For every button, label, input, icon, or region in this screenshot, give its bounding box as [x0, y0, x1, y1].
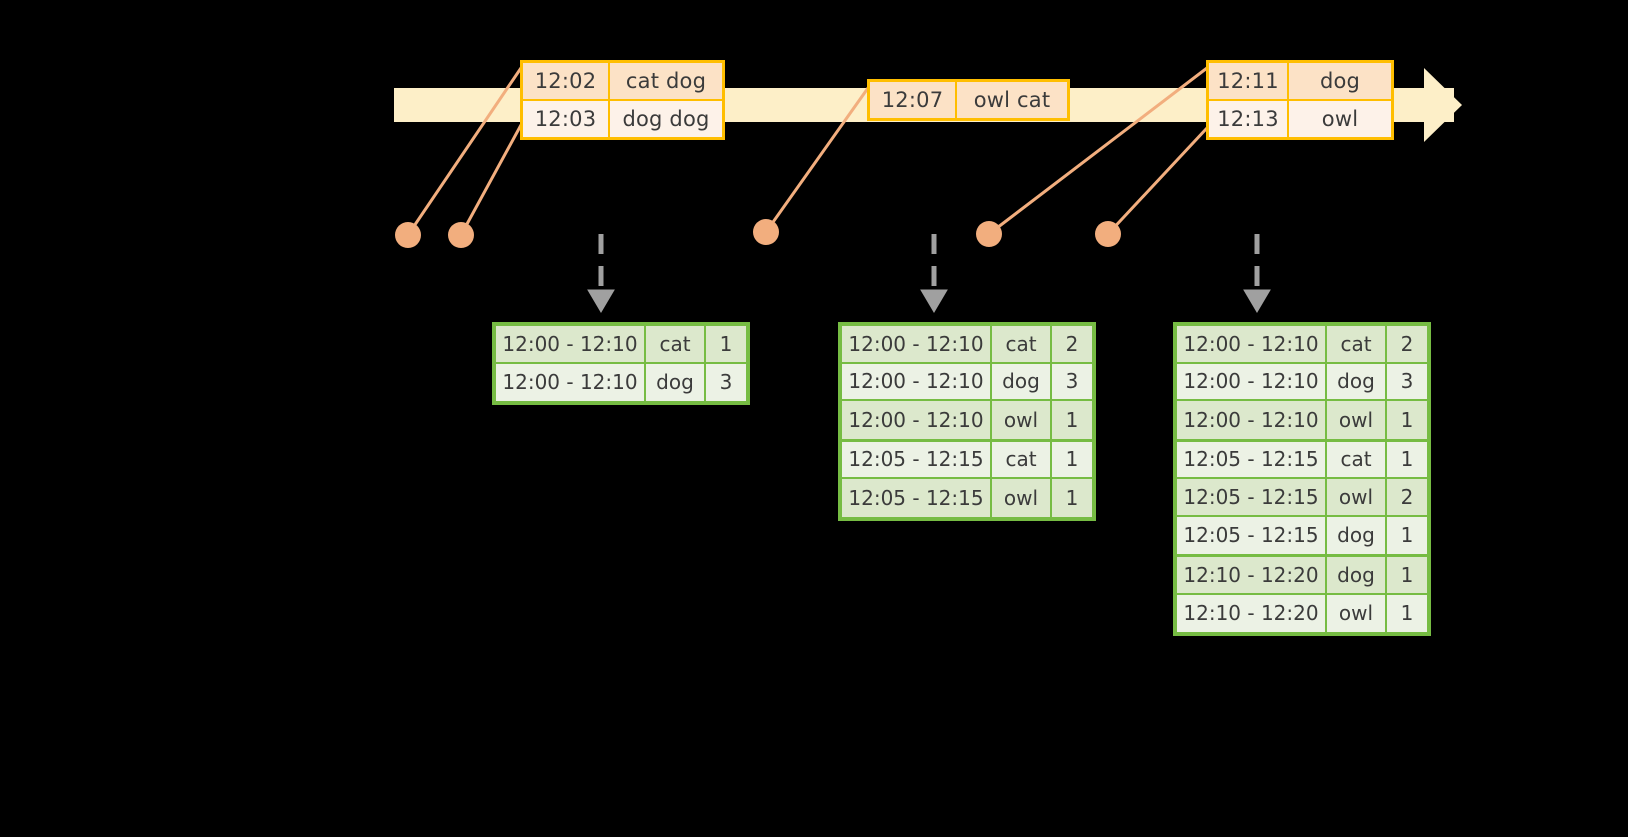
events-group-3: 12:11 dog 12:13 owl: [1206, 60, 1394, 140]
cell-count: 1: [1052, 441, 1092, 479]
cell-key: owl: [992, 401, 1052, 439]
cell-count: 2: [1387, 479, 1427, 517]
table-row: 12:10 - 12:20 dog 1: [1177, 557, 1427, 595]
cell-count: 1: [1387, 557, 1427, 595]
cell-key: owl: [1327, 479, 1387, 517]
cell-key: cat: [646, 326, 706, 364]
connector-dot: [448, 222, 474, 248]
window-group: 12:00 - 12:10 cat 2 12:00 - 12:10 dog 3 …: [842, 326, 1092, 442]
event-words: owl: [1289, 101, 1391, 137]
cell-count: 2: [1387, 326, 1427, 364]
cell-count: 1: [1387, 441, 1427, 479]
table-row: 12:05 - 12:15 dog 1: [1177, 516, 1427, 554]
event-time: 12:02: [523, 63, 610, 99]
result-table-2: 12:00 - 12:10 cat 2 12:00 - 12:10 dog 3 …: [838, 322, 1096, 521]
cell-key: cat: [1327, 441, 1387, 479]
cell-window: 12:00 - 12:10: [1177, 401, 1327, 439]
event-words: dog dog: [610, 101, 722, 137]
event-row: 12:13 owl: [1209, 101, 1391, 137]
connector-dots: [395, 219, 1121, 248]
cell-key: dog: [646, 363, 706, 401]
table-row: 12:00 - 12:10 cat 1: [496, 326, 746, 364]
cell-window: 12:00 - 12:10: [1177, 326, 1327, 364]
table-row: 12:00 - 12:10 dog 3: [496, 363, 746, 401]
cell-window: 12:00 - 12:10: [842, 363, 992, 401]
table-row: 12:05 - 12:15 owl 2: [1177, 479, 1427, 517]
table-row: 12:05 - 12:15 cat 1: [1177, 441, 1427, 479]
table-row: 12:05 - 12:15 cat 1: [842, 441, 1092, 479]
cell-count: 1: [1052, 479, 1092, 517]
cell-key: owl: [1327, 401, 1387, 439]
cell-window: 12:05 - 12:15: [1177, 479, 1327, 517]
table-row: 12:10 - 12:20 owl 1: [1177, 594, 1427, 632]
window-group: 12:10 - 12:20 dog 1 12:10 - 12:20 owl 1: [1177, 557, 1427, 632]
event-row: 12:07 owl cat: [870, 82, 1067, 118]
table-row: 12:00 - 12:10 dog 3: [1177, 363, 1427, 401]
cell-count: 1: [1387, 516, 1427, 554]
table-row: 12:00 - 12:10 cat 2: [1177, 326, 1427, 364]
event-words: dog: [1289, 63, 1391, 99]
cell-key: owl: [992, 479, 1052, 517]
window-group: 12:00 - 12:10 cat 2 12:00 - 12:10 dog 3 …: [1177, 326, 1427, 442]
cell-window: 12:00 - 12:10: [496, 326, 646, 364]
table-row: 12:00 - 12:10 dog 3: [842, 363, 1092, 401]
cell-key: dog: [1327, 363, 1387, 401]
event-words: cat dog: [610, 63, 722, 99]
cell-window: 12:00 - 12:10: [842, 401, 992, 439]
cell-count: 3: [706, 363, 746, 401]
cell-count: 1: [1387, 594, 1427, 632]
cell-window: 12:00 - 12:10: [842, 326, 992, 364]
result-table-3: 12:00 - 12:10 cat 2 12:00 - 12:10 dog 3 …: [1173, 322, 1431, 636]
event-row: 12:03 dog dog: [523, 101, 722, 137]
cell-count: 1: [1052, 401, 1092, 439]
connector-dot: [395, 222, 421, 248]
cell-count: 2: [1052, 326, 1092, 364]
connector-dot: [976, 221, 1002, 247]
table-row: 12:00 - 12:10 cat 2: [842, 326, 1092, 364]
table-row: 12:00 - 12:10 owl 1: [842, 401, 1092, 439]
event-row: 12:02 cat dog: [523, 63, 722, 101]
table-row: 12:05 - 12:15 owl 1: [842, 479, 1092, 517]
window-group: 12:05 - 12:15 cat 1 12:05 - 12:15 owl 1: [842, 441, 1092, 517]
event-time: 12:13: [1209, 101, 1289, 137]
events-group-2: 12:07 owl cat: [867, 79, 1070, 121]
table-row: 12:00 - 12:10 owl 1: [1177, 401, 1427, 439]
result-table-1: 12:00 - 12:10 cat 1 12:00 - 12:10 dog 3: [492, 322, 750, 405]
cell-key: dog: [1327, 516, 1387, 554]
events-group-1: 12:02 cat dog 12:03 dog dog: [520, 60, 725, 140]
cell-window: 12:10 - 12:20: [1177, 557, 1327, 595]
window-group: 12:05 - 12:15 cat 1 12:05 - 12:15 owl 2 …: [1177, 441, 1427, 557]
cell-count: 1: [706, 326, 746, 364]
dashed-arrow-2: [920, 234, 948, 313]
cell-count: 3: [1387, 363, 1427, 401]
event-time: 12:11: [1209, 63, 1289, 99]
window-group: 12:00 - 12:10 cat 1 12:00 - 12:10 dog 3: [496, 326, 746, 401]
cell-window: 12:00 - 12:10: [1177, 363, 1327, 401]
cell-window: 12:05 - 12:15: [1177, 441, 1327, 479]
cell-count: 3: [1052, 363, 1092, 401]
cell-window: 12:05 - 12:15: [842, 441, 992, 479]
dashed-arrow-1: [587, 234, 615, 313]
cell-key: cat: [992, 441, 1052, 479]
event-time: 12:03: [523, 101, 610, 137]
cell-key: dog: [1327, 557, 1387, 595]
connector-dot: [1095, 221, 1121, 247]
cell-key: dog: [992, 363, 1052, 401]
event-time: 12:07: [870, 82, 957, 118]
cell-window: 12:05 - 12:15: [1177, 516, 1327, 554]
cell-window: 12:05 - 12:15: [842, 479, 992, 517]
cell-key: cat: [1327, 326, 1387, 364]
cell-window: 12:10 - 12:20: [1177, 594, 1327, 632]
dashed-arrows: [587, 234, 1271, 313]
dashed-arrow-3: [1243, 234, 1271, 313]
connector-dot: [753, 219, 779, 245]
event-words: owl cat: [957, 82, 1067, 118]
cell-count: 1: [1387, 401, 1427, 439]
cell-window: 12:00 - 12:10: [496, 363, 646, 401]
cell-key: cat: [992, 326, 1052, 364]
cell-key: owl: [1327, 594, 1387, 632]
event-row: 12:11 dog: [1209, 63, 1391, 101]
